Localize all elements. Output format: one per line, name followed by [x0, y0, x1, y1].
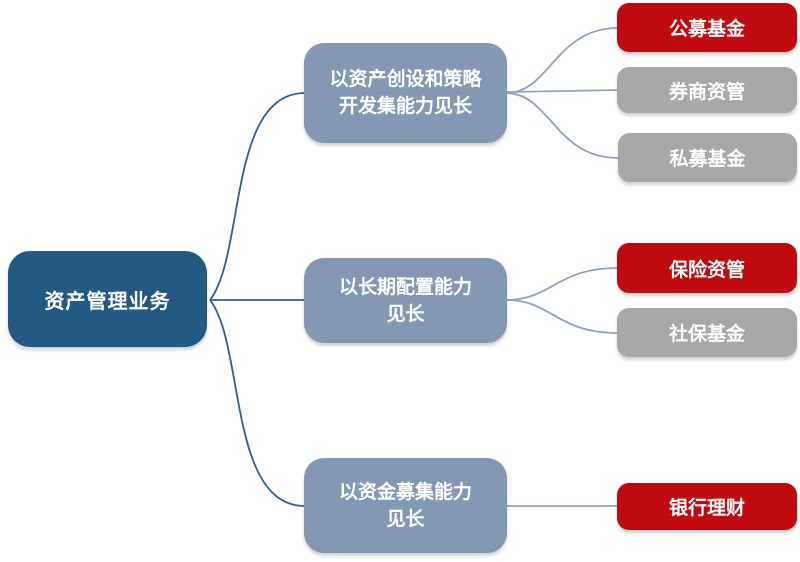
node-leaf-public-funds: 公募基金 [617, 3, 797, 52]
node-leaf-private-funds-label: 私募基金 [669, 149, 746, 170]
node-branch-long-term-allocation-label: 以长期配置能力 见长 [338, 276, 472, 325]
edge-root-branch3 [209, 299, 306, 507]
node-leaf-broker-asset-management-label: 券商资管 [668, 81, 745, 103]
edge-branch2-leaf2 [505, 299, 619, 334]
edge-root-branch1 [209, 92, 306, 301]
node-leaf-insurance-asset-management-label: 保险资管 [668, 259, 745, 281]
node-branch-fundraising: 以资金募集能力 见长 [304, 458, 507, 553]
edge-branch1-leaf1 [505, 27, 619, 94]
node-leaf-bank-wealth-management: 银行理财 [617, 483, 797, 530]
edge-branch2-leaf1 [505, 267, 619, 301]
node-root: 资产管理业务 [8, 251, 207, 347]
node-leaf-social-security-fund-label: 社保基金 [668, 324, 745, 345]
edge-branch1-leaf3 [505, 92, 619, 159]
node-branch-asset-creation-label: 以资产创设和策略 开发集能力见长 [329, 69, 482, 117]
node-root-label: 资产管理业务 [44, 290, 171, 313]
node-leaf-broker-asset-management: 券商资管 [617, 67, 797, 113]
node-leaf-private-funds: 私募基金 [618, 133, 797, 182]
node-leaf-social-security-fund: 社保基金 [617, 308, 797, 357]
edge-branch1-leaf2 [505, 89, 619, 93]
node-leaf-bank-wealth-management-label: 银行理财 [668, 498, 745, 519]
node-branch-asset-creation: 以资产创设和策略 开发集能力见长 [304, 43, 507, 143]
node-leaf-public-funds-label: 公募基金 [668, 19, 745, 40]
node-branch-long-term-allocation: 以长期配置能力 见长 [304, 258, 507, 343]
node-branch-fundraising-label: 以资金募集能力 见长 [338, 481, 472, 530]
node-leaf-insurance-asset-management: 保险资管 [617, 243, 797, 293]
